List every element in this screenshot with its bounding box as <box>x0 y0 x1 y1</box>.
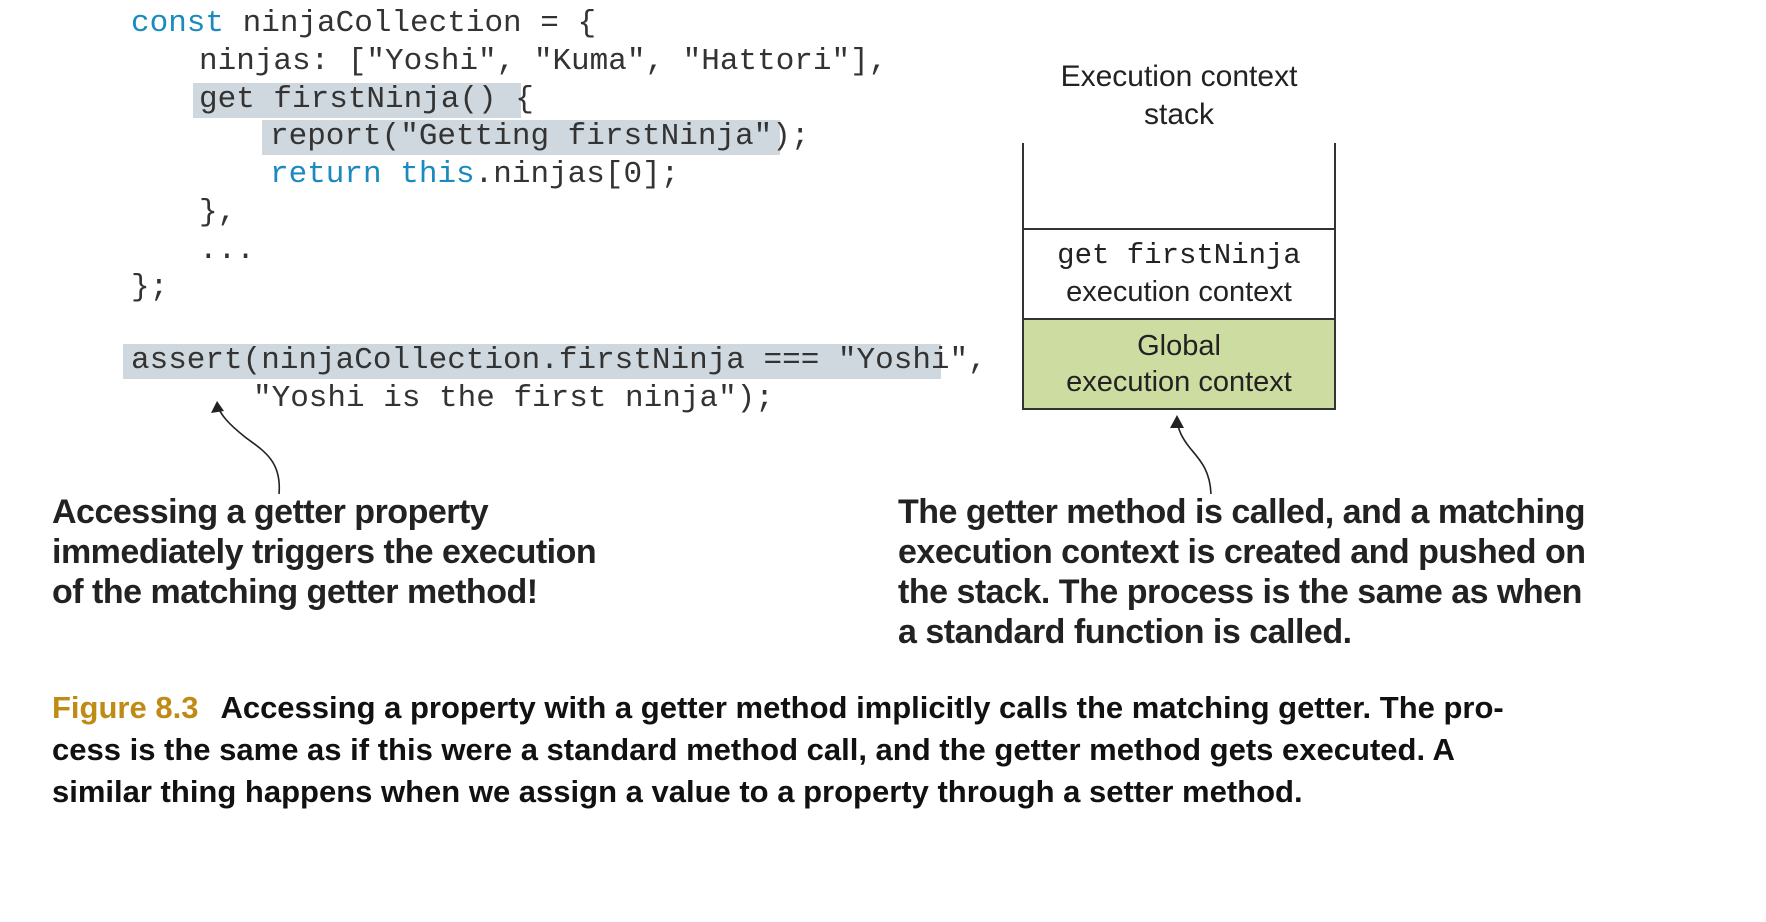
code-line: }, <box>199 195 237 230</box>
assert-highlight <box>123 344 941 379</box>
caption-text: Accessing a property with a getter metho… <box>220 690 1504 725</box>
stack-title-line: stack <box>1143 98 1215 131</box>
code-line: get firstNinja() { <box>199 82 534 117</box>
annotation-line: a standard function is called. <box>898 613 1352 651</box>
left-callout-arrow <box>216 403 280 495</box>
left-arrowhead <box>211 401 224 413</box>
code-keyword: const <box>131 6 225 41</box>
code-line: report("Getting firstNinja"); <box>270 119 810 154</box>
global-context-label: execution context <box>1066 366 1292 398</box>
figure-caption: Figure 8.3 Accessing a property with a ge… <box>52 687 1752 813</box>
annotation-line: execution context is created and pushed … <box>898 533 1586 571</box>
annotation-left: Accessing a getter property immediately … <box>52 492 692 612</box>
annotation-line: the stack. The process is the same as wh… <box>898 573 1582 611</box>
code-line: ninjas: ["Yoshi", "Kuma", "Hattori"], <box>199 44 888 79</box>
right-arrowhead <box>1170 415 1184 428</box>
code-line: assert(ninjaCollection.firstNinja === "Y… <box>131 343 987 378</box>
code-keyword: this <box>400 157 475 192</box>
caption-line: Figure 8.3 Accessing a property with a ge… <box>52 687 1752 729</box>
code-keyword: return <box>270 157 382 192</box>
global-context-name: Global <box>1137 330 1221 362</box>
right-callout-arrow <box>1176 418 1212 495</box>
annotation-line: Accessing a getter property <box>52 493 489 531</box>
caption-line: cess is the same as if this were a stand… <box>52 732 1455 767</box>
annotation-line: The getter method is called, and a match… <box>898 493 1585 531</box>
code-text: ninjaCollection = { <box>224 6 597 41</box>
annotation-line: immediately triggers the execution <box>52 533 597 571</box>
code-line: "Yoshi is the first ninja"); <box>253 381 774 416</box>
stack-title: Execution context stack <box>1020 58 1338 134</box>
code-line: return this.ninjas[0]; <box>270 156 679 193</box>
getter-highlight <box>193 83 521 118</box>
getter-context-name: get firstNinja <box>1057 239 1301 272</box>
code-text: .ninjas[0]; <box>474 157 680 192</box>
code-line: }; <box>131 270 169 305</box>
figure-label: Figure 8.3 <box>52 690 199 725</box>
code-line: ... <box>199 233 255 268</box>
annotation-line: of the matching getter method! <box>52 573 538 611</box>
global-execution-context: Global execution context <box>1022 318 1336 410</box>
getter-context-label: execution context <box>1066 276 1292 308</box>
stack-title-line: Execution context <box>1060 60 1298 93</box>
annotation-right: The getter method is called, and a match… <box>898 492 1758 652</box>
getter-execution-context: get firstNinja execution context <box>1022 228 1336 320</box>
caption-line: similar thing happens when we assign a v… <box>52 774 1303 809</box>
report-highlight <box>262 120 780 155</box>
code-line: const ninjaCollection = { <box>131 5 596 42</box>
